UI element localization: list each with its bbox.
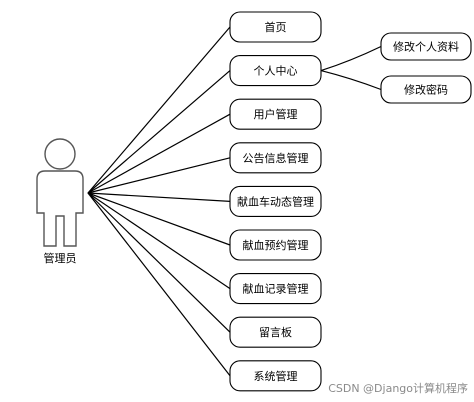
sub-use-case-label: 修改密码 [404, 83, 448, 97]
use-case-list: 首页个人中心用户管理公告信息管理献血车动态管理献血预约管理献血记录管理留言板系统… [229, 11, 322, 392]
connector-user-management [87, 113, 231, 194]
use-case-box [229, 360, 322, 392]
use-case-box [229, 55, 322, 87]
use-case-box [229, 316, 322, 348]
connector-system-management [87, 192, 231, 377]
sub-use-case-edit-profile[interactable]: 修改个人资料 [380, 32, 472, 61]
use-case-label: 用户管理 [254, 107, 298, 121]
use-case-label: 献血记录管理 [243, 282, 309, 296]
use-case-bloodmobile-news-management[interactable]: 献血车动态管理 [229, 185, 322, 217]
sub-use-case-box [380, 32, 472, 61]
connector-message-board [87, 192, 231, 333]
connector-home [87, 26, 231, 194]
use-case-user-management[interactable]: 用户管理 [229, 98, 322, 130]
actor-head [44, 138, 76, 170]
actor-label: 管理员 [44, 251, 77, 265]
use-case-message-board[interactable]: 留言板 [229, 316, 322, 348]
sub-use-case-box [380, 75, 472, 104]
use-case-label: 公告信息管理 [243, 151, 309, 165]
sub-use-case-change-password[interactable]: 修改密码 [380, 75, 472, 104]
sub-use-case-label: 修改个人资料 [393, 40, 459, 54]
use-case-box [229, 142, 322, 174]
use-case-box [229, 229, 322, 261]
use-case-label: 献血预约管理 [243, 238, 309, 252]
use-case-announcement-management[interactable]: 公告信息管理 [229, 142, 322, 174]
actor-body [36, 170, 84, 247]
connector-announcement-management [87, 157, 231, 194]
connector-edit-profile [320, 45, 382, 72]
use-case-label: 首页 [265, 20, 287, 34]
connector-donation-record-management [87, 192, 231, 290]
use-case-label: 留言板 [259, 325, 292, 339]
use-case-box [229, 98, 322, 130]
use-case-donation-appointment-management[interactable]: 献血预约管理 [229, 229, 322, 261]
use-case-box [229, 11, 322, 43]
use-case-personal-center[interactable]: 个人中心 [229, 55, 322, 87]
use-case-home[interactable]: 首页 [229, 11, 322, 43]
connector-change-password [320, 70, 382, 91]
use-case-label: 个人中心 [254, 65, 298, 78]
use-case-box [229, 185, 322, 217]
use-case-label: 献血车动态管理 [237, 194, 314, 208]
use-case-system-management[interactable]: 系统管理 [229, 360, 322, 392]
use-case-label: 系统管理 [254, 369, 298, 383]
connector-lines [87, 26, 382, 377]
actor-figure [36, 138, 84, 247]
watermark-text: CSDN @Django计算机程序 [328, 381, 468, 395]
connector-donation-appointment-management [87, 192, 231, 246]
use-case-donation-record-management[interactable]: 献血记录管理 [229, 273, 322, 305]
use-case-box [229, 273, 322, 305]
connector-bloodmobile-news-management [87, 192, 231, 202]
connector-personal-center [87, 70, 231, 194]
